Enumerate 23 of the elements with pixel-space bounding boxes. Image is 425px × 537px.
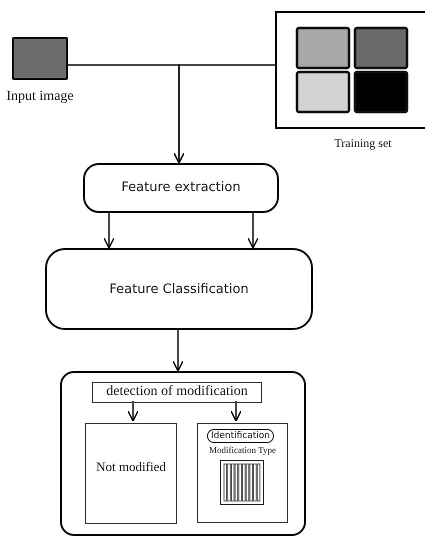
- node-label: detection of modification: [105, 384, 249, 400]
- arrow: [127, 401, 139, 422]
- arrow: [103, 213, 115, 249]
- node-label: Modification Type: [208, 445, 277, 455]
- process-box: [85, 423, 177, 524]
- arrow: [172, 330, 184, 372]
- arrow: [173, 64, 275, 164]
- image-caption: Input image: [5, 89, 75, 105]
- process-box: [83, 163, 279, 213]
- container-box: [60, 371, 306, 536]
- node-label: Not modified: [95, 459, 167, 475]
- label-pill: [207, 429, 274, 443]
- process-box: [92, 382, 262, 403]
- container-box: [275, 11, 425, 129]
- arrow: [230, 401, 242, 422]
- node-label: Feature Classification: [108, 282, 250, 297]
- process-box: [197, 423, 288, 523]
- node-label: Feature extraction: [120, 180, 242, 195]
- image-caption: Training set: [333, 136, 393, 151]
- process-box: [45, 248, 313, 330]
- arrow: [247, 213, 259, 249]
- node-label: Identification: [210, 430, 271, 442]
- input-image-thumbnail: [12, 37, 68, 80]
